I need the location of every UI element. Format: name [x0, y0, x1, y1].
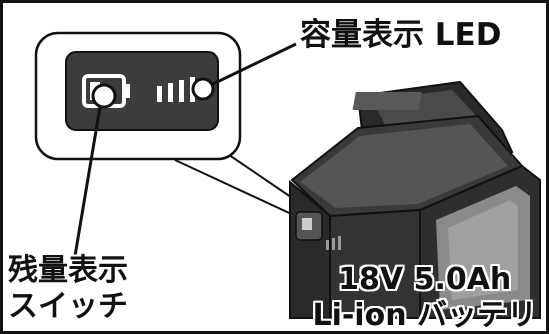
product-spec: 18V 5.0Ah [338, 262, 512, 297]
battery-pack [289, 80, 541, 319]
led-callout-dot [191, 77, 215, 101]
capacity-led-label: 容量表示 LED [300, 17, 502, 53]
product-label: 18V 5.0Ah Li-ion バッテリ [312, 262, 537, 334]
remaining-switch-label: 残量表示 スイッチ [8, 253, 128, 325]
leader-line-switch [72, 106, 102, 263]
zoom-guide-line-upper [174, 159, 301, 219]
leader-line-capacity [212, 42, 297, 86]
product-type: Li-ion バッテリ [312, 298, 537, 333]
remaining-switch-label-line1: 残量表示 [8, 253, 128, 288]
indicator-panel [65, 51, 219, 131]
push-button-icon [91, 83, 117, 109]
remaining-switch-label-line2: スイッチ [8, 289, 128, 324]
